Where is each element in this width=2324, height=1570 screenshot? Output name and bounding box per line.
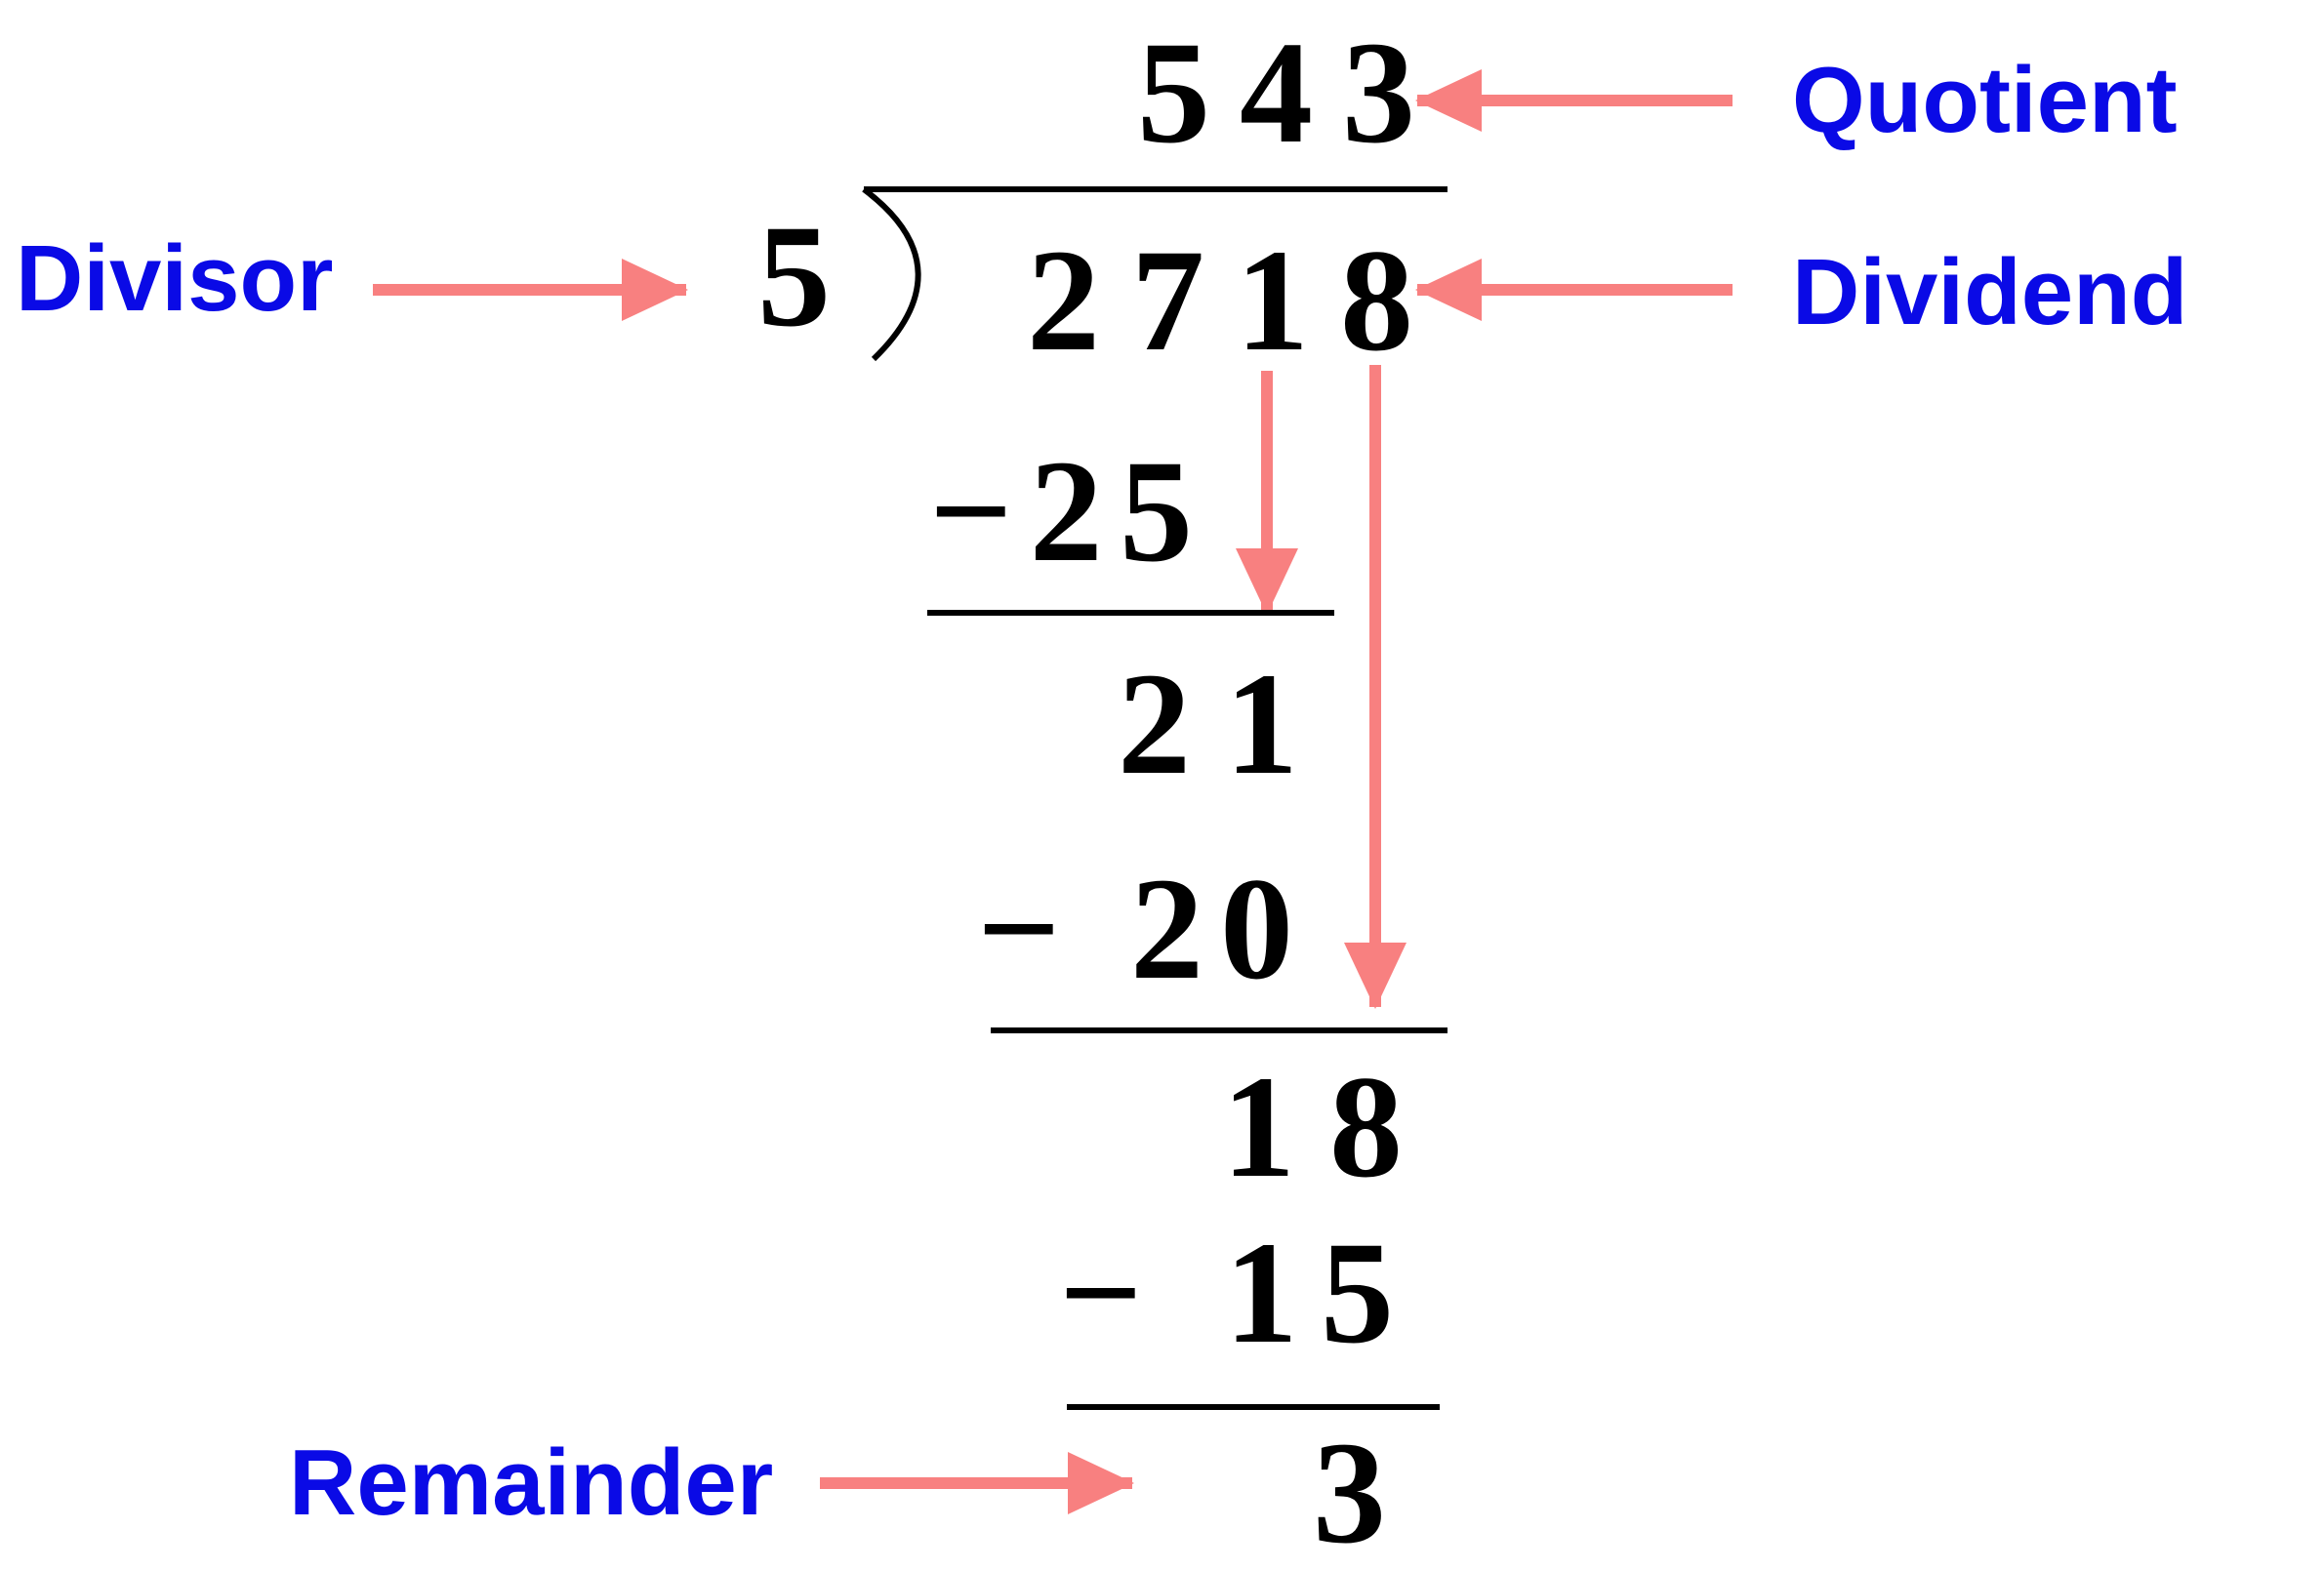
quotient-label: Quotient: [1792, 48, 2178, 152]
step2-subtrahend: − 20: [977, 848, 1293, 1010]
step1-result: 21: [1118, 643, 1298, 805]
division-bracket: [862, 186, 921, 362]
remainder-value: 3: [1313, 1412, 1386, 1570]
step1-subtrahend: −25: [929, 430, 1193, 592]
quotient-value: 543: [1137, 12, 1415, 174]
remainder-label: Remainder: [289, 1430, 773, 1535]
divisor-value: 5: [757, 195, 831, 357]
dividend-label: Dividend: [1792, 240, 2187, 344]
dividend-value: 2718: [1027, 220, 1413, 382]
step2-result: 18: [1222, 1046, 1403, 1208]
step3-subtrahend: − 15: [1059, 1212, 1394, 1374]
divisor-label: Divisor: [16, 226, 333, 331]
